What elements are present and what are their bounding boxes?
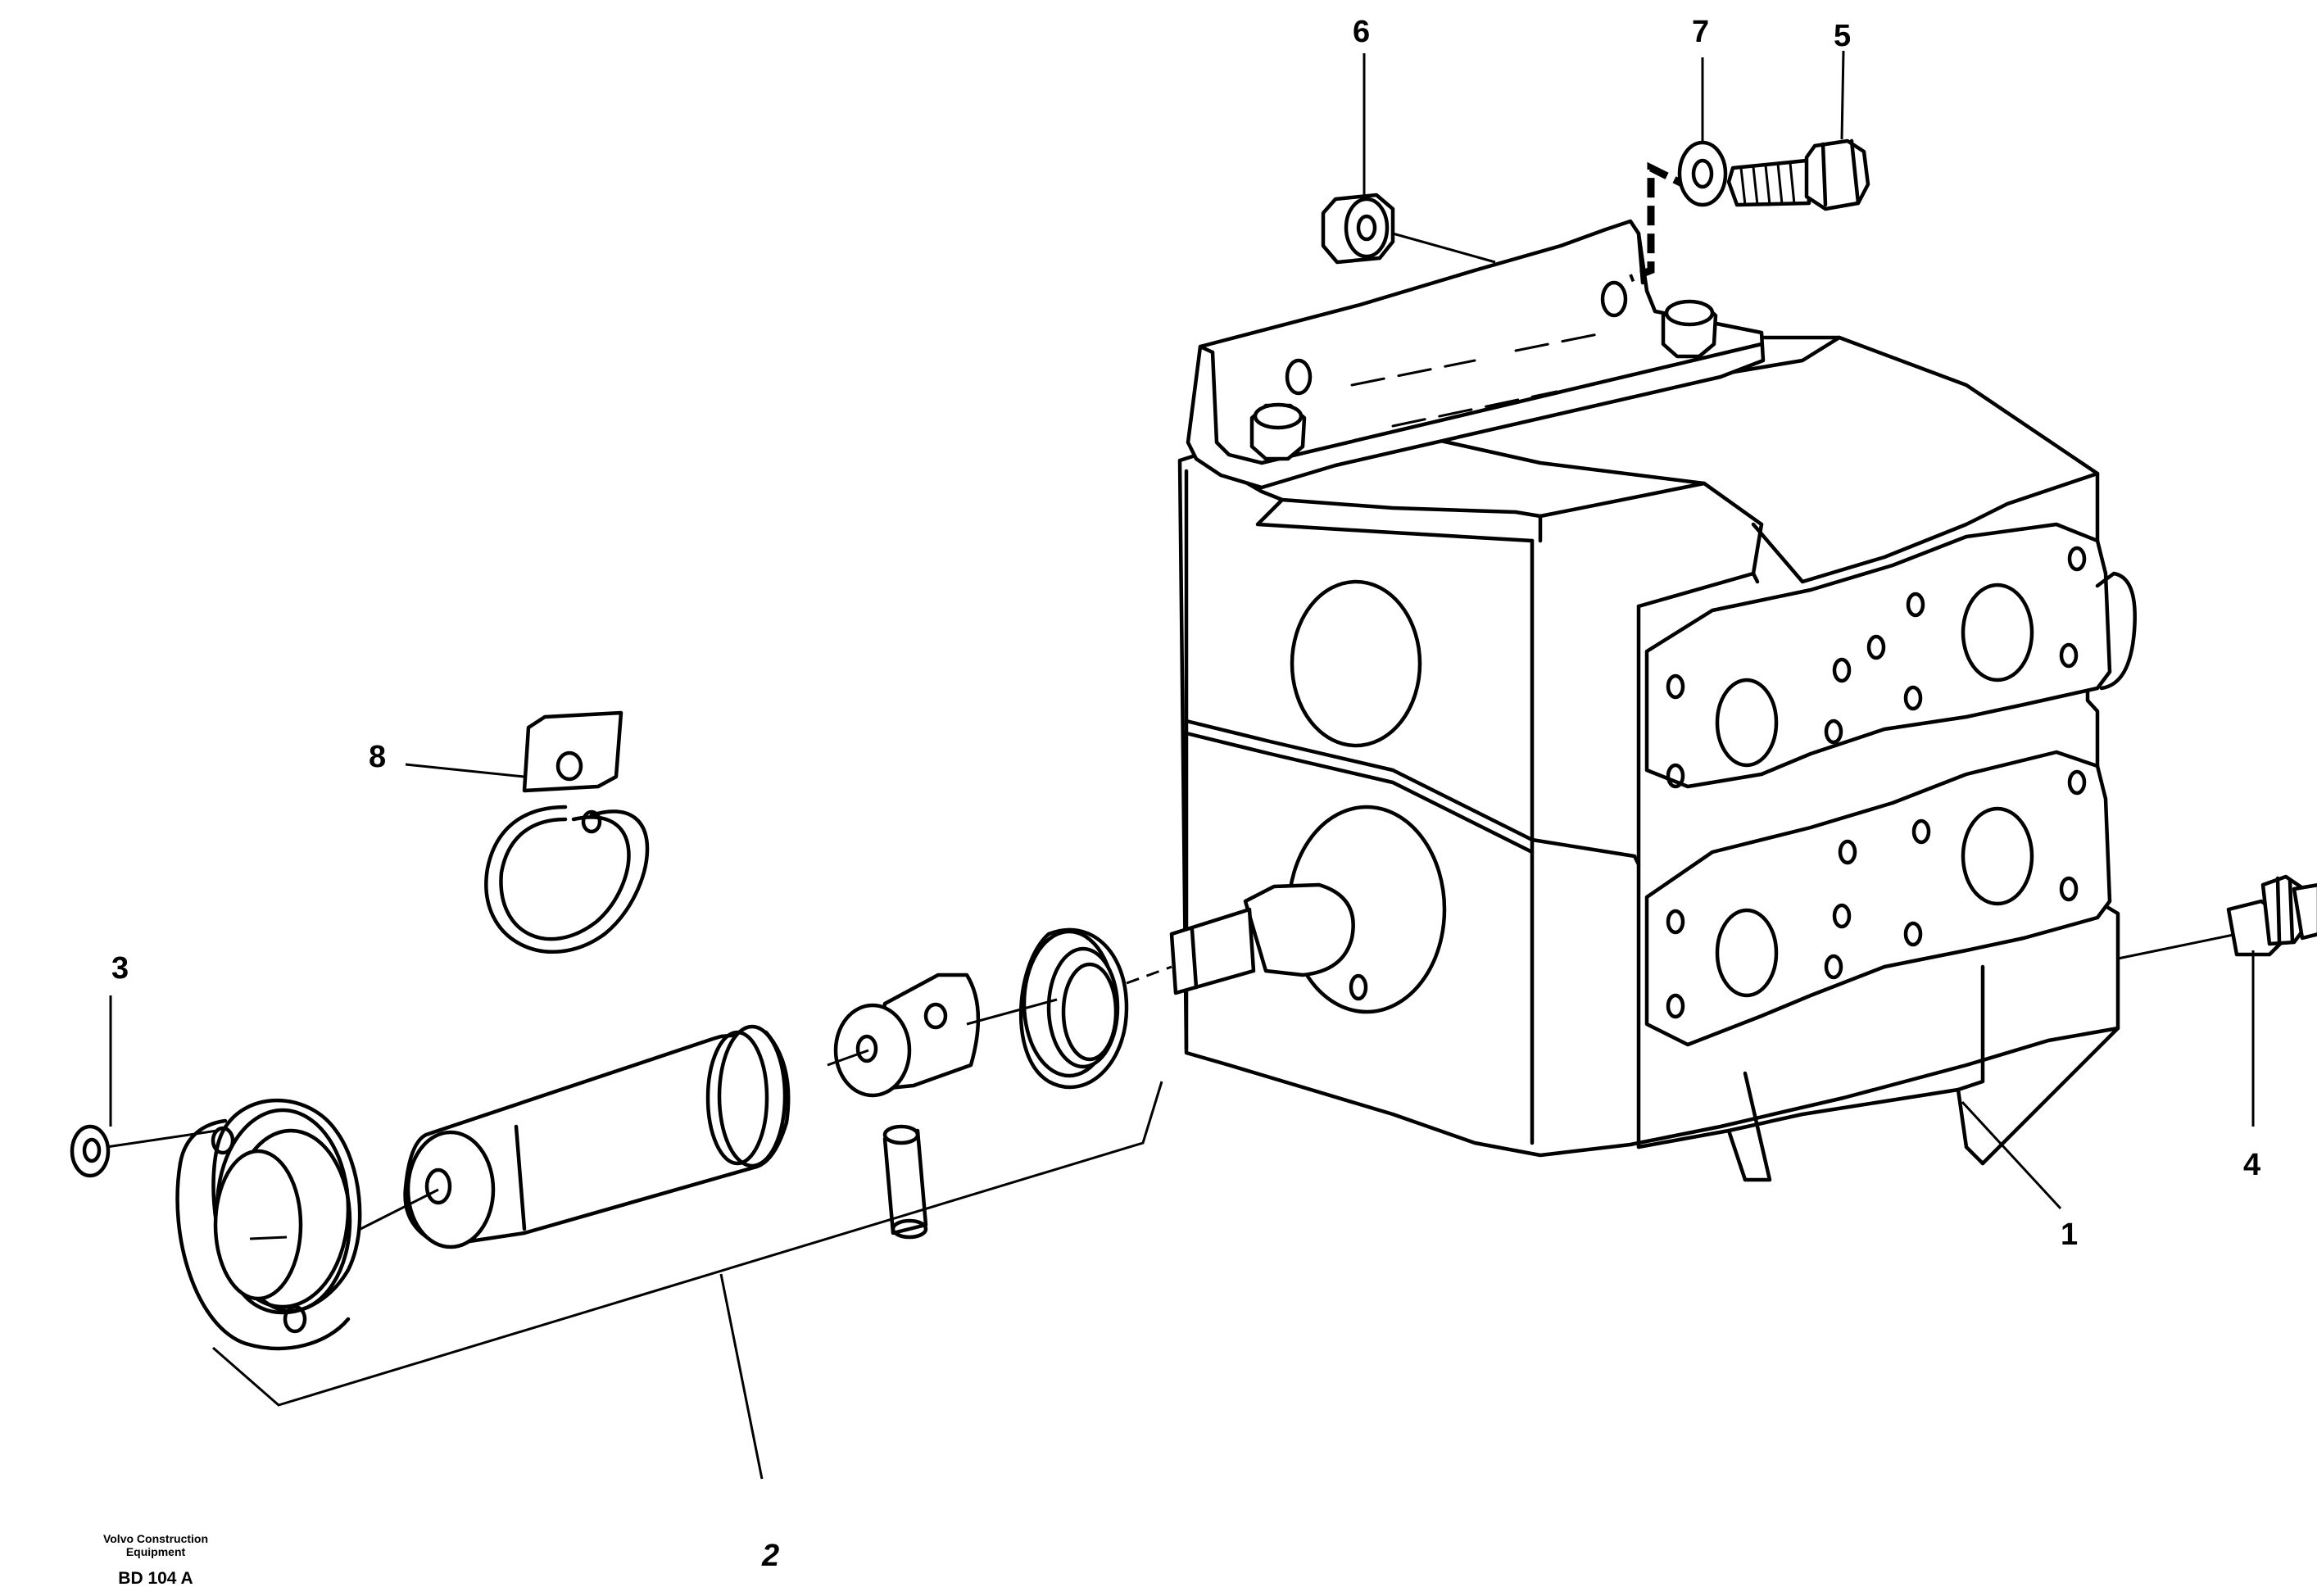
spool-sleeve — [360, 1024, 791, 1249]
callout-1: 1 — [2061, 1217, 2079, 1252]
callout-5: 5 — [1834, 19, 1852, 53]
brand-line-2: Equipment — [125, 1545, 186, 1559]
control-valve-body — [1169, 335, 2137, 1182]
mounting-bracket — [1186, 219, 1766, 490]
bracket-nut-left — [1249, 402, 1307, 461]
small-washer — [70, 1124, 218, 1178]
end-cover-flange — [175, 1098, 362, 1351]
callout-6: 6 — [1353, 15, 1371, 49]
callout-7: 7 — [1692, 15, 1710, 49]
callout-8: 8 — [369, 740, 387, 774]
roll-pin — [882, 1124, 928, 1240]
lock-washer — [1677, 140, 1728, 207]
brand-line-1: Volvo Construction — [102, 1532, 209, 1545]
coupling-sleeve — [827, 973, 981, 1098]
hex-bolt — [1726, 138, 1870, 211]
bracket-nut-right — [1661, 299, 1718, 359]
brand-label: Volvo Construction Equipment — [66, 1532, 246, 1558]
flange-nut — [1321, 193, 1496, 265]
assembly-bracket-2 — [212, 1081, 1163, 1407]
callout-3: 3 — [111, 951, 129, 986]
callout-4: 4 — [2243, 1148, 2261, 1182]
leader-lines — [109, 50, 2255, 1210]
retaining-clip — [484, 710, 650, 954]
callout-2: 2 — [762, 1539, 780, 1573]
drawing-code: BD 104 A — [118, 1569, 193, 1588]
leader-line-2 — [719, 1273, 764, 1480]
pressure-fitting — [2117, 874, 2317, 960]
shaft-seal — [966, 927, 1172, 1090]
